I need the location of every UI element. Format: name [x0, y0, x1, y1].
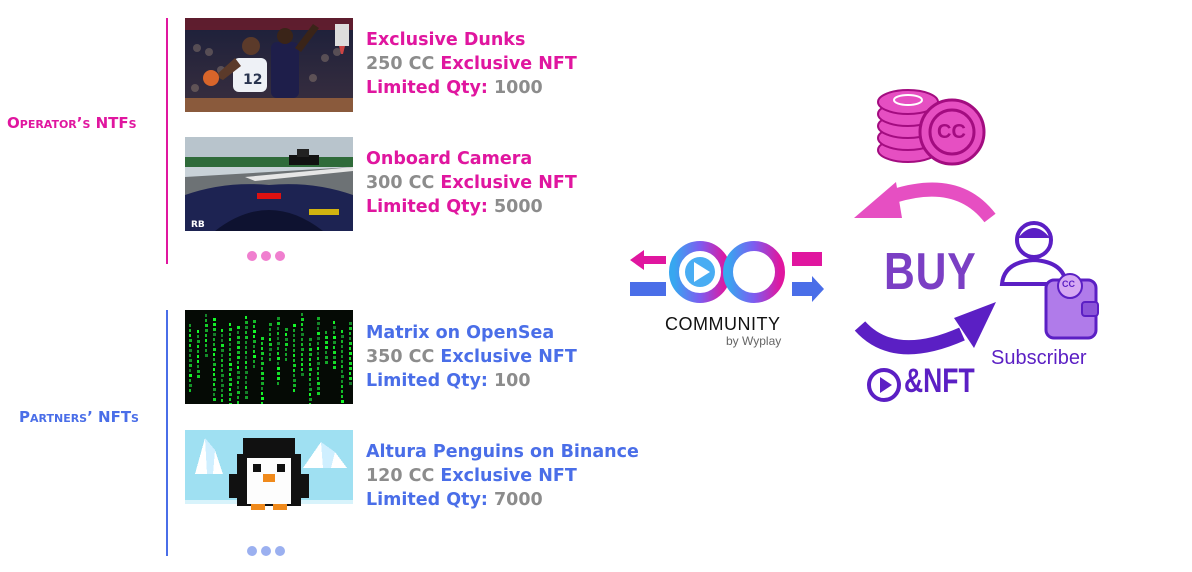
nft-qty-label: Limited Qty:	[366, 490, 488, 510]
nft-info-onboard-camera: Onboard Camera 300 CC Exclusive NFT Limi…	[366, 147, 577, 219]
nft-price-line: 120 CC Exclusive NFT	[366, 464, 639, 488]
nft-title: Onboard Camera	[366, 149, 533, 169]
nft-qty-line: Limited Qty: 5000	[366, 195, 577, 219]
subscriber-person-icon[interactable]	[998, 214, 1102, 342]
nft-qty: 100	[493, 371, 531, 391]
nft-qty-label: Limited Qty:	[366, 197, 488, 217]
nft-type: Exclusive NFT	[440, 347, 577, 367]
more-operators-dots[interactable]	[247, 251, 285, 261]
play-icon	[867, 368, 901, 402]
nft-info-matrix: Matrix on OpenSea 350 CC Exclusive NFT L…	[366, 321, 577, 393]
more-partners-dots[interactable]	[247, 546, 285, 556]
dot	[275, 251, 285, 261]
nft-qty: 1000	[493, 78, 543, 98]
nft-qty-line: Limited Qty: 100	[366, 369, 577, 393]
nft-title: Altura Penguins on Binance	[366, 442, 639, 462]
buy-label: BUY	[884, 243, 977, 301]
buy-cycle-arrows-icon	[854, 182, 996, 355]
nft-qty-line: Limited Qty: 1000	[366, 76, 577, 100]
community-by: by Wyplay	[726, 334, 782, 348]
nft-qty-line: Limited Qty: 7000	[366, 488, 639, 512]
dot	[261, 546, 271, 556]
nft-qty-label: Limited Qty:	[366, 371, 488, 391]
partners-section-label: Partners’ NFTs	[19, 408, 139, 426]
community-logo-icon[interactable]	[668, 238, 788, 306]
dot	[247, 546, 257, 556]
dot	[261, 251, 271, 261]
partners-divider	[166, 310, 168, 556]
community-name: COMMUNITY	[665, 314, 781, 334]
svg-text:RB: RB	[191, 220, 205, 230]
nft-price: 120 CC	[366, 466, 435, 486]
nft-price-line: 250 CC Exclusive NFT	[366, 52, 577, 76]
dot	[275, 546, 285, 556]
nft-price: 350 CC	[366, 347, 435, 367]
nft-price: 250 CC	[366, 54, 435, 74]
nft-info-exclusive-dunks: Exclusive Dunks 250 CC Exclusive NFT Lim…	[366, 28, 577, 100]
nft-title: Matrix on OpenSea	[366, 323, 555, 343]
formula-one-onboard-image[interactable]: RB	[185, 137, 353, 231]
operators-divider	[166, 18, 168, 264]
nft-price: 300 CC	[366, 173, 435, 193]
nft-type: Exclusive NFT	[440, 173, 577, 193]
nft-type: Exclusive NFT	[440, 466, 577, 486]
basketball-dunk-image[interactable]: 12	[185, 18, 353, 112]
pixel-penguin-image[interactable]	[185, 430, 353, 524]
subscriber-label: Subscriber	[991, 347, 1087, 369]
nft-info-altura-penguins: Altura Penguins on Binance 120 CC Exclus…	[366, 440, 639, 512]
nft-price-line: 350 CC Exclusive NFT	[366, 345, 577, 369]
nft-type: Exclusive NFT	[440, 54, 577, 74]
exchange-arrows-icon	[630, 250, 824, 302]
svg-text:12: 12	[243, 72, 262, 88]
nft-qty: 7000	[493, 490, 543, 510]
dot	[247, 251, 257, 261]
nft-title: Exclusive Dunks	[366, 30, 526, 50]
coin-label: CC	[937, 121, 966, 143]
nft-qty: 5000	[493, 197, 543, 217]
coin-stack-icon	[877, 89, 986, 166]
nft-label: &NFT	[904, 362, 975, 400]
wallet-coin-label: CC	[1062, 279, 1075, 289]
nft-price-line: 300 CC Exclusive NFT	[366, 171, 577, 195]
operators-section-label: Operator’s NTFs	[7, 114, 137, 132]
nft-qty-label: Limited Qty:	[366, 78, 488, 98]
matrix-code-image[interactable]	[185, 310, 353, 404]
